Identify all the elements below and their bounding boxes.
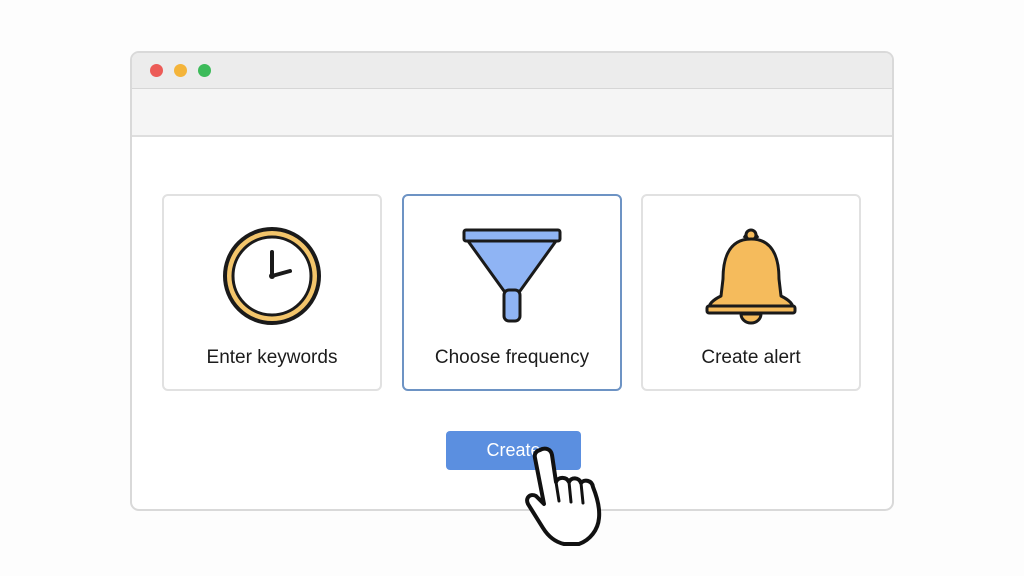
hand-pointer-icon (525, 446, 602, 546)
step-label: Enter keywords (206, 347, 338, 368)
step-card-enter-keywords[interactable]: Enter keywords (162, 194, 382, 391)
browser-window: Enter keywords Choose frequency Create a… (130, 51, 894, 511)
toolbar (132, 89, 892, 137)
step-label: Choose frequency (434, 347, 590, 368)
funnel-icon (462, 228, 562, 323)
step-label: Create alert (701, 347, 801, 368)
close-window-button[interactable] (150, 64, 163, 77)
step-card-create-alert[interactable]: Create alert (641, 194, 861, 391)
step-card-choose-frequency[interactable]: Choose frequency (402, 194, 622, 391)
minimize-window-button[interactable] (174, 64, 187, 77)
clock-icon (223, 227, 321, 325)
bell-icon (705, 228, 797, 325)
maximize-window-button[interactable] (198, 64, 211, 77)
create-button[interactable]: Create (446, 431, 581, 470)
title-bar (132, 53, 892, 89)
